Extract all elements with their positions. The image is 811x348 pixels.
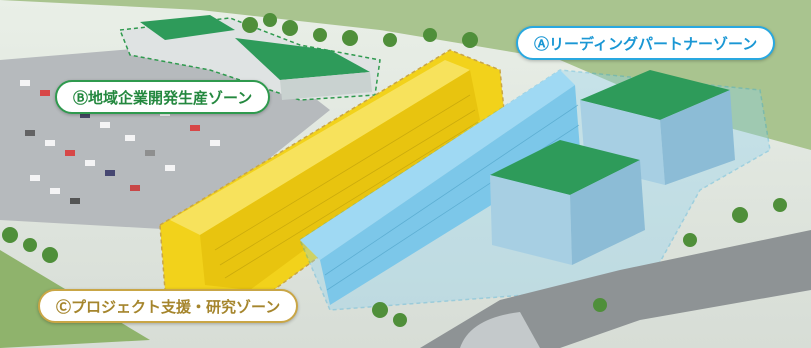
trees [2,13,787,327]
zone-b-label: Ⓑ地域企業開発生産ゾーン [55,80,271,114]
zone-c-label: Ⓒプロジェクト支援・研究ゾーン [38,289,299,323]
zone-a-label: Ⓐリーディングパートナーゾーン [516,26,776,60]
zone-a-buildings [299,69,771,311]
zone-b-building [118,15,381,101]
roundabout [460,312,540,348]
